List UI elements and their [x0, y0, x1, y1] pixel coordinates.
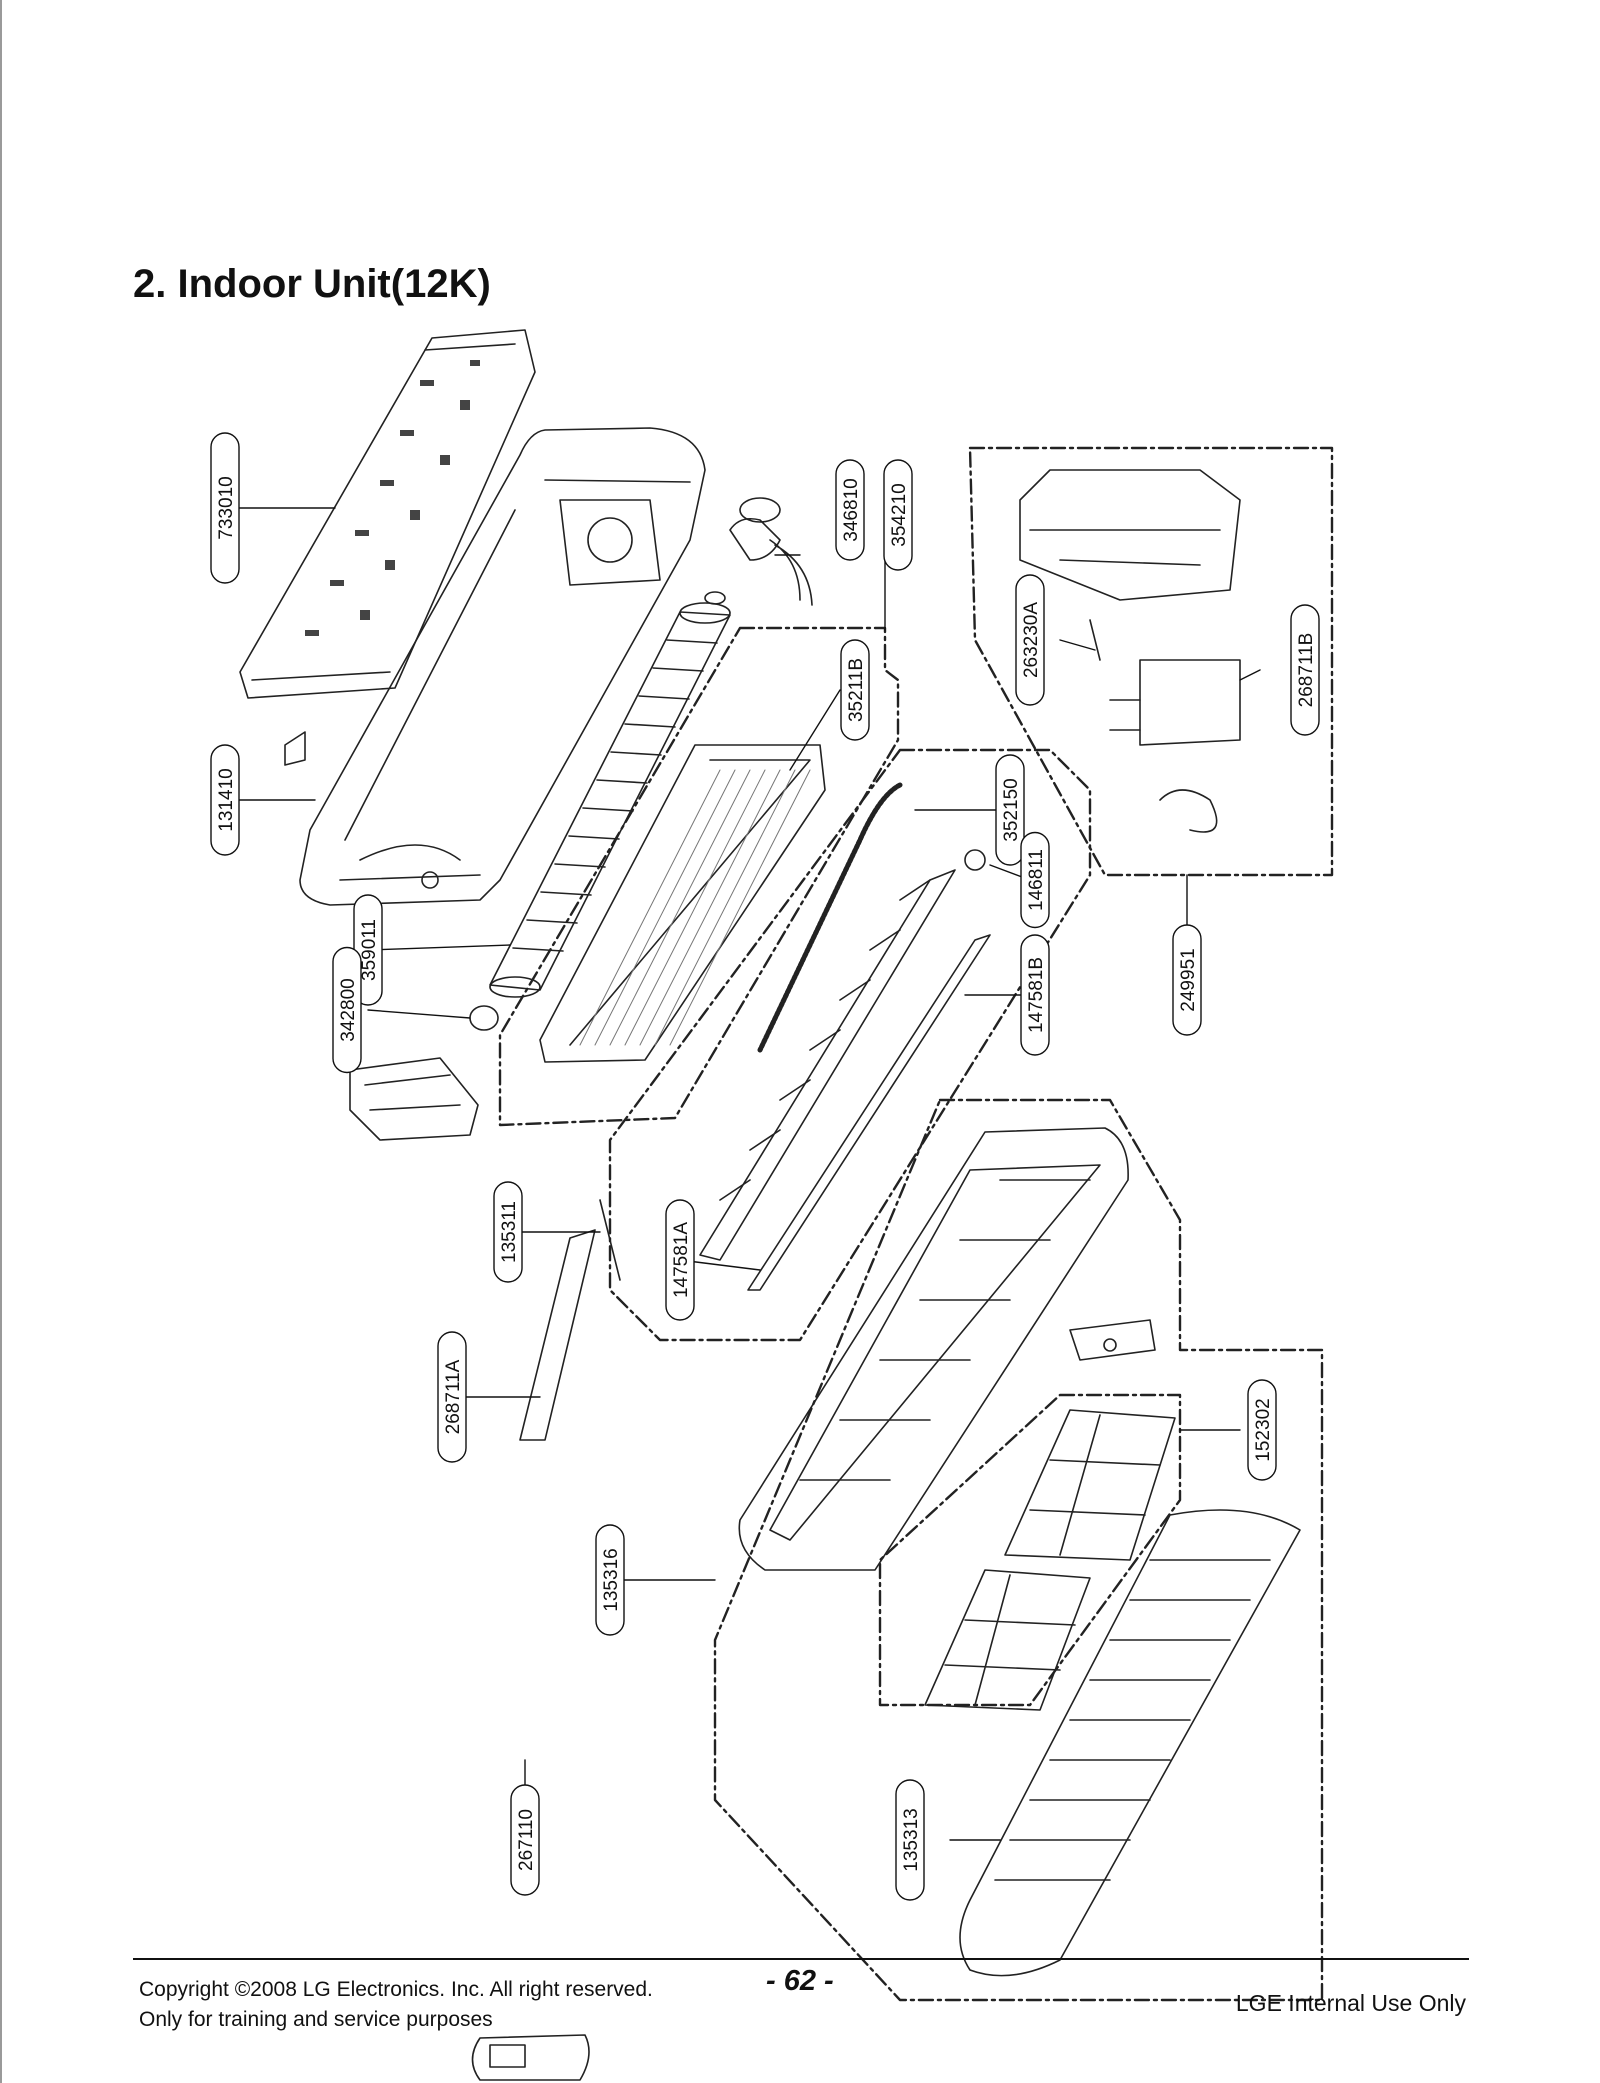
part-label-capsule [595, 1524, 625, 1636]
part-number-text: 352150 [1001, 778, 1022, 841]
part-label-263230A: 263230A [1015, 574, 1045, 706]
part-label-capsule [1247, 1379, 1277, 1481]
part-number-text: 135311 [499, 1201, 520, 1263]
part-number-text: 146811 [1026, 849, 1047, 911]
part-label-152302: 152302 [1247, 1379, 1277, 1481]
front-frame-drawing [738, 1127, 1156, 1571]
part-label-capsule [493, 1181, 523, 1283]
part-number-text: 35211B [846, 658, 867, 722]
page-number: - 62 - [766, 1965, 834, 1997]
purpose-text: Only for training and service purposes [139, 2008, 493, 2031]
part-label-capsule [332, 946, 362, 1074]
step-motor-drawing [964, 849, 986, 871]
part-label-capsule [1172, 924, 1202, 1036]
part-number-text: 359011 [359, 919, 380, 981]
part-label-capsule [665, 1199, 695, 1321]
part-label-capsule [995, 754, 1025, 866]
front-grille-drawing [959, 1509, 1301, 1977]
part-label-capsule [1020, 934, 1050, 1056]
part-number-text: 135313 [901, 1808, 922, 1871]
filter-group-outline [878, 1393, 1182, 1707]
part-number-text: 249951 [1178, 948, 1199, 1011]
part-label-capsule [895, 1779, 925, 1901]
part-label-capsule [1015, 574, 1045, 706]
part-label-135313: 135313 [895, 1779, 925, 1901]
part-number-text: 147581A [671, 1222, 692, 1298]
part-number-text: 268711B [1296, 633, 1317, 708]
part-number-text: 346810 [841, 478, 862, 541]
clip-drawing [284, 731, 306, 766]
part-label-capsule [840, 639, 870, 741]
part-number-text: 263230A [1021, 602, 1042, 678]
evaporator-drawing [539, 744, 826, 1063]
part-number-text: 152302 [1253, 1398, 1274, 1461]
part-number-text: 131410 [216, 768, 237, 831]
part-number-text: 267110 [516, 1809, 537, 1871]
part-label-342800: 342800 [332, 946, 362, 1074]
part-label-capsule [835, 459, 865, 561]
remote-control-drawing [471, 2034, 590, 2081]
motor-cover-drawing [349, 1057, 479, 1141]
part-label-capsule [510, 1784, 540, 1896]
filter-drawing [924, 1409, 1176, 1711]
drain-hose-drawing [757, 782, 903, 1053]
part-label-147581A: 147581A [665, 1199, 695, 1321]
control-box-drawing [1019, 469, 1241, 833]
part-label-135311: 135311 [493, 1181, 523, 1283]
part-number-text: 147581B [1026, 957, 1047, 1033]
cross-flow-fan-drawing [489, 602, 731, 998]
part-label-capsule [1020, 831, 1050, 929]
part-label-352150: 352150 [995, 754, 1025, 866]
bearing-drawing [469, 1005, 499, 1031]
part-number-text: 733010 [216, 476, 237, 539]
part-label-capsule [1290, 604, 1320, 736]
part-label-capsule [437, 1331, 467, 1463]
part-label-268711B: 268711B [1290, 604, 1320, 736]
part-label-135316: 135316 [595, 1524, 625, 1636]
part-label-354210: 354210 [883, 459, 913, 571]
part-label-249951: 249951 [1172, 924, 1202, 1036]
copyright-text: Copyright ©2008 LG Electronics. Inc. All… [139, 1978, 653, 2001]
installation-plate-drawing [239, 329, 536, 699]
part-label-131410: 131410 [210, 744, 240, 856]
front-panel-group-outline [713, 1098, 1324, 2002]
part-label-capsule [210, 744, 240, 856]
page-title: 2. Indoor Unit(12K) [133, 262, 491, 306]
chassis-drawing [299, 427, 706, 906]
footer-divider [133, 1958, 1469, 1960]
part-label-146811: 146811 [1020, 831, 1050, 929]
evaporator-group-outline [498, 626, 900, 1127]
internal-use-text: LGE Internal Use Only [1235, 1990, 1466, 2016]
part-label-capsule [883, 459, 913, 571]
part-label-346810: 346810 [835, 459, 865, 561]
part-label-267110: 267110 [510, 1784, 540, 1896]
part-label-35211B: 35211B [840, 639, 870, 741]
fan-motor-drawing [704, 497, 813, 606]
part-label-147581B: 147581B [1020, 934, 1050, 1056]
part-label-268711A: 268711A [437, 1331, 467, 1463]
louver-assembly-drawing [699, 869, 991, 1291]
display-cable-drawing [599, 1199, 621, 1281]
part-label-capsule [210, 432, 240, 584]
part-label-733010: 733010 [210, 432, 240, 584]
control-box-group-outline [968, 446, 1334, 877]
louver-group-outline [608, 748, 1092, 1342]
part-number-text: 135316 [601, 1548, 622, 1611]
part-number-text: 268711A [443, 1359, 464, 1434]
part-number-text: 342800 [338, 978, 359, 1041]
page-left-border [0, 0, 2, 2083]
part-number-text: 354210 [889, 483, 910, 546]
display-pcb-drawing [519, 1229, 596, 1441]
